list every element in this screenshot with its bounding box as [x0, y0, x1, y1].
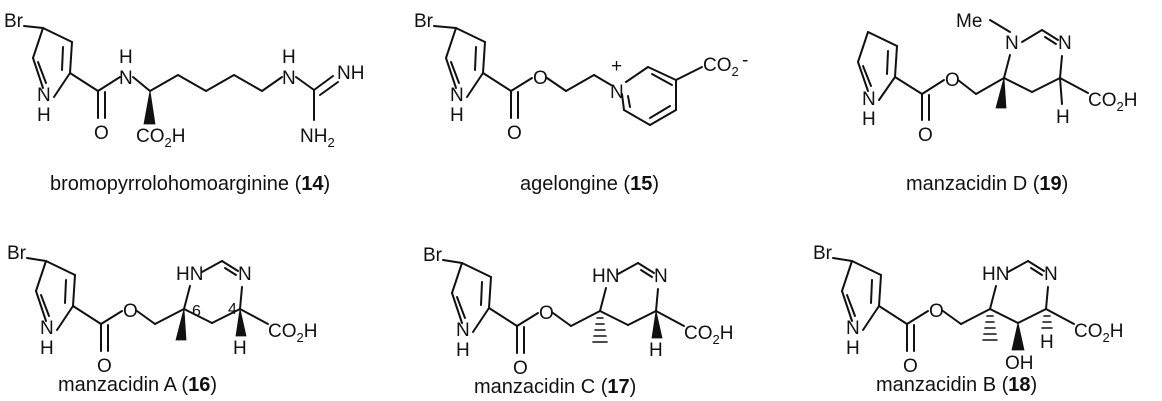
- compound-label-16: manzacidin A (16): [58, 374, 217, 396]
- atom-h-ring: H: [37, 105, 51, 126]
- atom-h-stereo: H: [649, 340, 663, 361]
- atom-o-carbonyl: O: [513, 358, 528, 379]
- atom-n-guan: N: [282, 68, 296, 89]
- atom-h-ring: H: [862, 109, 876, 130]
- atom-h-stereo: H: [233, 338, 247, 359]
- atom-h-stereo: H: [1040, 332, 1054, 353]
- atom-o: O: [94, 123, 109, 144]
- atom-imine-nh: NH: [337, 63, 364, 84]
- atom-co2h: CO2H: [268, 321, 317, 345]
- atom-h-ring: H: [846, 338, 860, 359]
- atom-n-imine: N: [1044, 264, 1058, 285]
- atom-co2h: CO2H: [1074, 321, 1123, 345]
- atom-br: Br: [414, 11, 434, 32]
- structure-manzacidin-a: Br N H O O HN N 6 4 H CO2H manzacidin A …: [7, 243, 317, 396]
- structure-bromopyrrolohomoarginine: Br N H O H N CO2H H N NH NH2 bromopyrrol…: [4, 11, 364, 195]
- charge-minus: -: [742, 50, 748, 71]
- atom-oh: OH: [1005, 353, 1034, 374]
- structure-manzacidin-c: Br N H O O HN N H CO2H manzacidin C (17): [423, 245, 733, 398]
- atom-nh2: NH2: [300, 126, 335, 150]
- atom-o-carbonyl: O: [903, 356, 918, 377]
- atom-h-ring: H: [456, 340, 470, 361]
- atom-o-ester: O: [533, 68, 548, 89]
- atom-n-ring: N: [37, 85, 51, 106]
- structure-manzacidin-b: Br N H O O HN N OH H CO2H manzacidin B (…: [813, 243, 1123, 396]
- compound-label-18: manzacidin B (18): [876, 374, 1037, 396]
- compound-label-19: manzacidin D (19): [906, 173, 1068, 195]
- atom-hn: HN: [592, 266, 619, 287]
- atom-n-ring: N: [846, 318, 860, 339]
- atom-co2h: CO2H: [136, 126, 185, 150]
- atom-h-ring: H: [40, 338, 54, 359]
- charge-plus: +: [611, 56, 622, 77]
- structure-agelongine: Br N H O O N + CO2 - agelongine (15): [414, 11, 748, 195]
- atom-hn: HN: [982, 264, 1009, 285]
- atom-o-ester: O: [945, 70, 960, 91]
- atom-n-ring: N: [450, 85, 464, 106]
- atom-h-guan: H: [282, 47, 296, 68]
- atom-co2h: CO2H: [1088, 90, 1137, 114]
- atom-n-amide: N: [119, 68, 133, 89]
- atom-o-ester: O: [123, 301, 138, 322]
- compound-label-14: bromopyrrolohomoarginine (14): [50, 173, 330, 195]
- compound-label-17: manzacidin C (17): [474, 376, 636, 398]
- atom-n-imine: N: [654, 266, 668, 287]
- atom-n-ring: N: [862, 89, 876, 110]
- atom-co2h: CO2H: [684, 323, 733, 347]
- atom-co2: CO2: [703, 55, 739, 79]
- locant-4: 4: [228, 301, 237, 318]
- atom-o-carbonyl: O: [97, 356, 112, 377]
- atom-n-ring: N: [456, 320, 470, 341]
- atom-br: Br: [423, 245, 443, 266]
- atom-n-plus: N: [610, 82, 624, 103]
- atom-br: Br: [813, 243, 833, 264]
- compound-label-15: agelongine (15): [520, 173, 659, 195]
- structure-manzacidin-d: Me N N N H O O H CO2H manzacidin D (19): [857, 11, 1137, 195]
- atom-n-me: N: [1005, 33, 1019, 54]
- atom-br: Br: [7, 243, 27, 264]
- atom-o-ester: O: [539, 303, 554, 324]
- atom-n-imine: N: [238, 264, 252, 285]
- atom-o-carbonyl: O: [507, 123, 522, 144]
- atom-o-ester: O: [929, 301, 944, 322]
- atom-n-ring: N: [40, 318, 54, 339]
- atom-hn: HN: [176, 264, 203, 285]
- atom-h-ring: H: [450, 105, 464, 126]
- atom-me: Me: [956, 11, 982, 32]
- atom-h-stereo: H: [1056, 107, 1070, 128]
- atom-h-amide: H: [119, 47, 133, 68]
- atom-o-carbonyl: O: [918, 125, 933, 146]
- atom-n-imine: N: [1058, 33, 1072, 54]
- atom-br: Br: [4, 11, 24, 32]
- locant-6: 6: [192, 303, 201, 320]
